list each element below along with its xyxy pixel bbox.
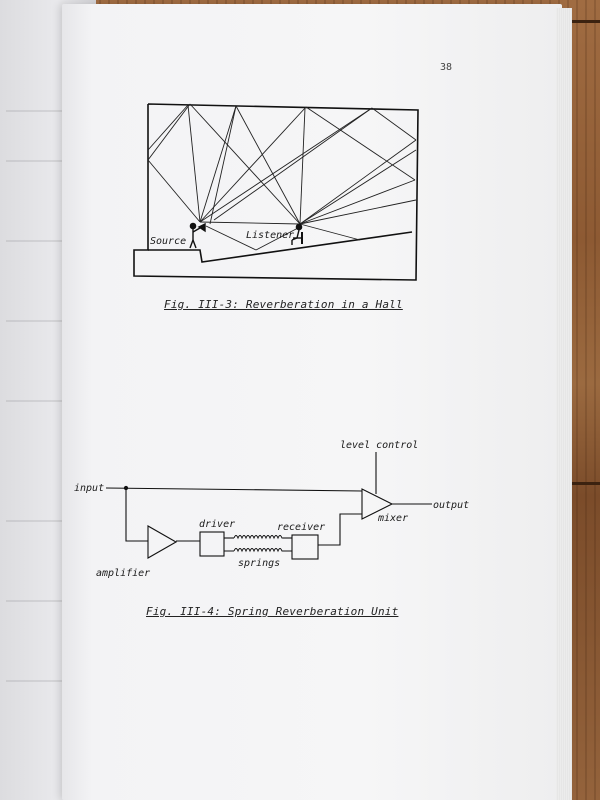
figure-caption-hall: Fig. III-3: Reverberation in a Hall (164, 298, 403, 311)
page-number: 38 (440, 62, 453, 73)
figure-caption-spring: Fig. III-4: Spring Reverberation Unit (146, 605, 399, 618)
page-stack-edge (556, 8, 572, 800)
right-page (62, 4, 562, 800)
